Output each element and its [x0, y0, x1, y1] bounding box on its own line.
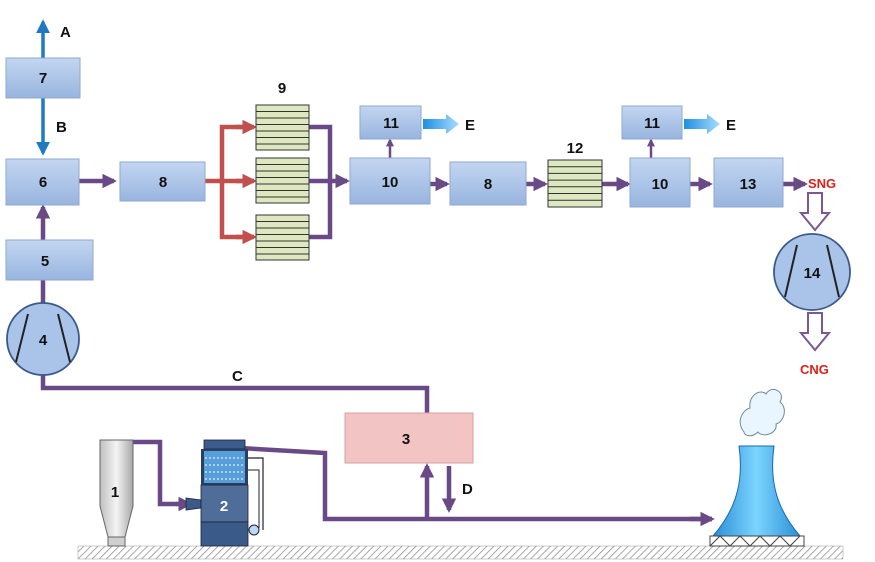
unit-8a-box [119, 161, 206, 202]
scrubber-2 [185, 439, 264, 547]
label-stream-b: B [56, 119, 67, 136]
label-stream-c: C [232, 368, 243, 385]
label-unit-2: 2 [220, 498, 228, 515]
label-stream-d: D [462, 481, 473, 498]
boxes [5, 57, 784, 281]
label-cng: CNG [800, 362, 829, 377]
pipes [35, 19, 808, 527]
label-unit-12: 12 [567, 140, 584, 157]
unit-10b-box [629, 157, 691, 208]
pipe-2-to-tower [239, 445, 712, 522]
label-unit-4: 4 [39, 332, 48, 349]
arrow-11a-to-e [423, 114, 459, 134]
ground [77, 545, 844, 560]
label-unit-13: 13 [740, 176, 757, 193]
unit-7-box [5, 57, 81, 99]
label-unit-14: 14 [804, 265, 821, 282]
pipe-1-to-2 [130, 439, 186, 507]
unit-6-box [5, 158, 80, 206]
arrow-14-to-cng [798, 312, 832, 352]
pipe-9-to-10 [309, 124, 333, 240]
label-unit-7: 7 [39, 70, 47, 87]
label-unit-6: 6 [39, 174, 47, 191]
label-unit-5: 5 [41, 253, 49, 270]
arrow-sng-to-14 [798, 192, 832, 232]
label-stream-e2: E [726, 117, 736, 134]
label-unit-10b: 10 [652, 176, 669, 193]
label-unit-8b: 8 [484, 176, 492, 193]
pipe-c [40, 375, 430, 413]
label-stream-e1: E [465, 117, 475, 134]
label-unit-9: 9 [278, 80, 286, 97]
unit-13-box [713, 157, 784, 208]
label-unit-10a: 10 [382, 174, 399, 191]
pipe-8-to-9 [205, 124, 252, 240]
compressor-4 [6, 302, 80, 376]
stream-labels: A B C D E E SNG CNG [56, 24, 836, 498]
label-sng: SNG [808, 176, 836, 191]
unit-11b-box [621, 105, 683, 140]
unit-3-box [344, 412, 474, 464]
unit-labels: 7 6 5 4 8 9 11 10 8 12 11 10 13 14 3 1 2 [39, 70, 821, 515]
arrow-11b-to-e [684, 114, 720, 134]
unit-5-box [5, 239, 94, 281]
label-unit-11b: 11 [644, 115, 660, 132]
label-unit-3: 3 [402, 431, 410, 448]
unit-9-reactors [255, 104, 310, 261]
compressor-14 [773, 233, 851, 311]
label-unit-11a: 11 [383, 115, 399, 132]
cooling-tower [709, 389, 805, 547]
label-unit-1: 1 [111, 484, 119, 501]
unit-8b-box [449, 161, 527, 206]
label-unit-8a: 8 [159, 174, 167, 191]
unit-11a-box [359, 105, 422, 140]
label-stream-a: A [60, 24, 71, 41]
unit-10a-box [349, 157, 431, 205]
silo-1 [99, 439, 134, 547]
steam-plume [739, 389, 785, 437]
unit-12-reactor [547, 159, 603, 208]
